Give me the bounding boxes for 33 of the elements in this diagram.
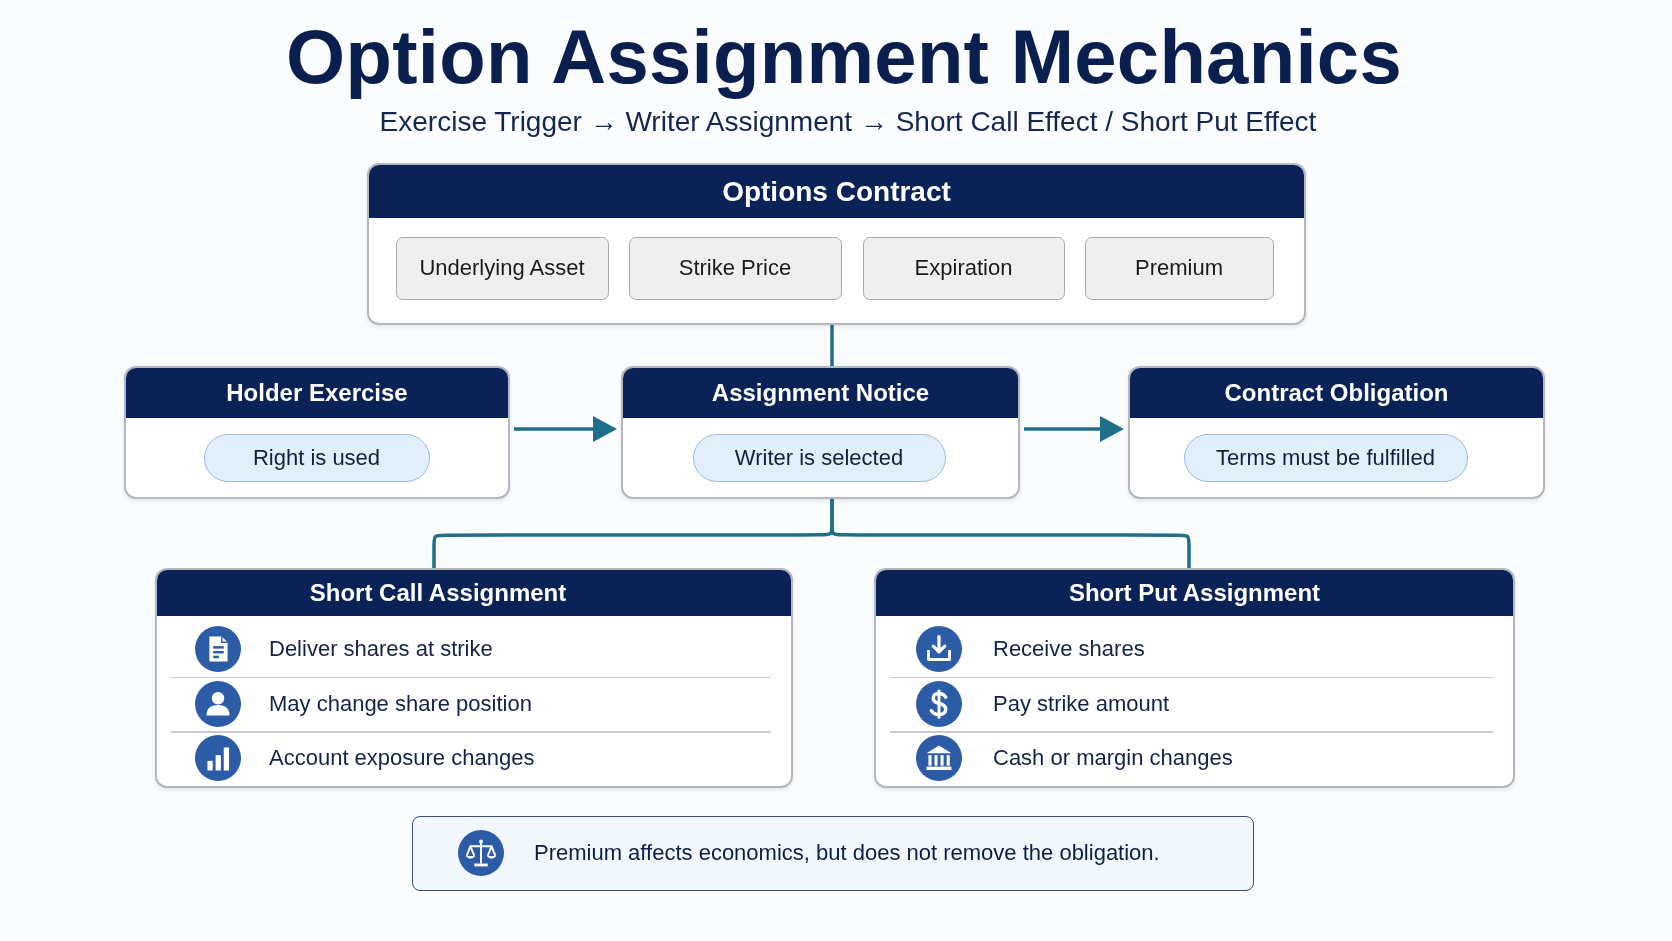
- list-item-text: Cash or margin changes: [993, 744, 1233, 773]
- panel-header: Assignment Notice: [623, 368, 1018, 418]
- process-panel: [155, 568, 793, 788]
- attribute-chip: Expiration: [862, 236, 1065, 300]
- connector-line: [830, 325, 834, 366]
- panel-header: Options Contract: [369, 165, 1304, 218]
- connector-line: [830, 499, 1191, 568]
- arrow: [514, 416, 617, 442]
- attribute-chip: Premium: [1084, 236, 1274, 300]
- subtitle: Exercise Trigger → Writer Assignment → Short Call Effect / Short Put Effect: [379, 105, 1317, 139]
- list-item-text: Deliver shares at strike: [269, 635, 493, 664]
- panel-header: Holder Exercise: [126, 368, 508, 418]
- process-panel: [621, 366, 1020, 499]
- status-pill: Terms must be fulfilled: [1183, 433, 1468, 482]
- list-item-text: Account exposure changes: [269, 744, 535, 773]
- note-text: Premium affects economics, but does not remove the obligation.: [534, 839, 1160, 867]
- panel-header: Contract Obligation: [1130, 368, 1543, 418]
- attribute-chip: Strike Price: [628, 236, 842, 300]
- attribute-chip: Underlying Asset: [395, 236, 609, 300]
- list-item-text: Receive shares: [993, 635, 1145, 664]
- list-item-text: May change share position: [269, 689, 532, 718]
- list-item-text: Pay strike amount: [993, 689, 1170, 718]
- process-panel: [1128, 366, 1545, 499]
- diagram-title: Option Assignment Mechanics: [286, 14, 1402, 100]
- panel-header: Short Put Assignment: [876, 570, 1513, 616]
- process-panel: [874, 568, 1515, 788]
- status-pill: Right is used: [203, 433, 430, 482]
- panel-header: Short Call Assignment: [157, 570, 791, 616]
- status-pill: Writer is selected: [692, 433, 946, 482]
- note-panel: [412, 816, 1254, 891]
- process-panel: [124, 366, 510, 499]
- arrow: [1024, 416, 1124, 442]
- process-panel: [367, 163, 1306, 325]
